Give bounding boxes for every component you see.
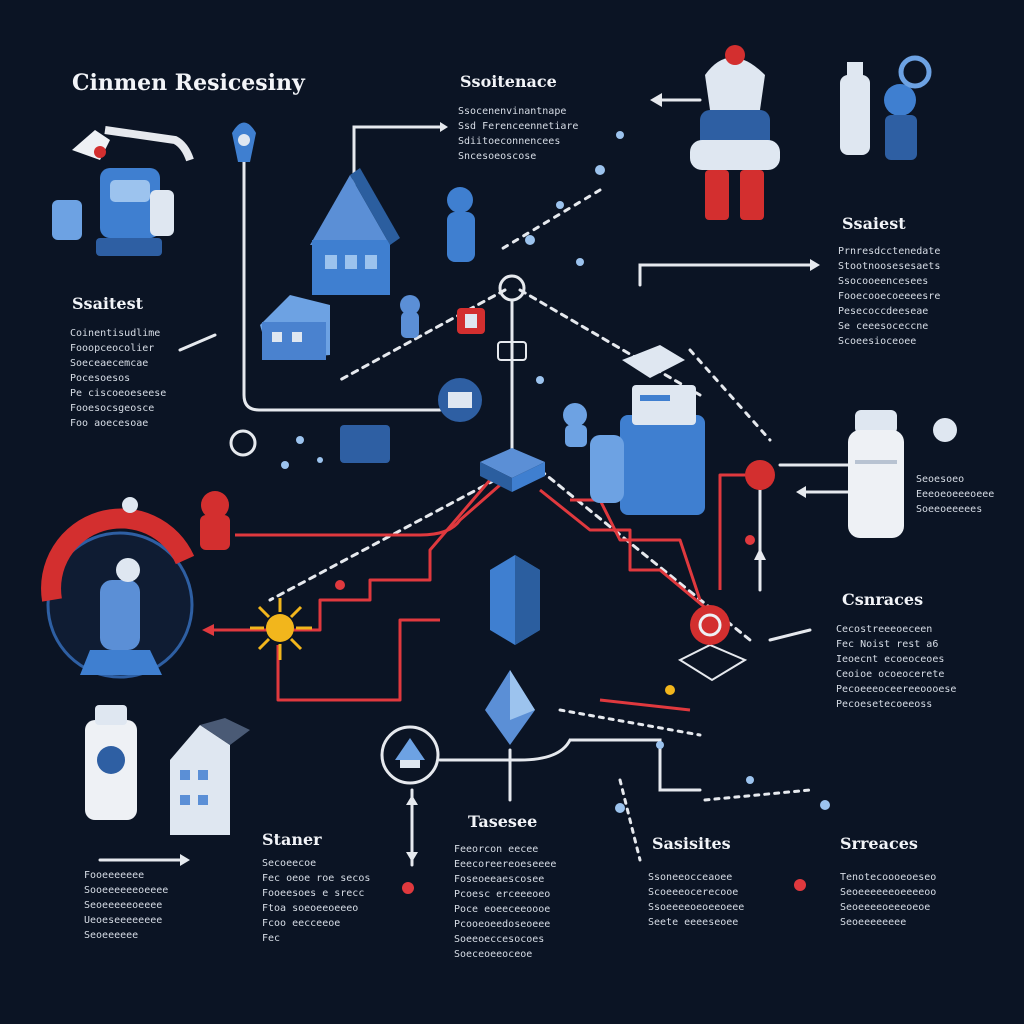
text-line: Se ceeesoceccne [838,321,929,332]
house-small-icon [260,295,330,360]
section-heading-right-bottom: Csnraces [842,590,924,609]
text-line: Cecostreeeoeceen [836,624,933,635]
text-line: Secoeecoe [262,858,317,869]
section-heading-bottom-4: Srreaces [840,834,918,853]
text-line: Seoesoeo [916,474,965,485]
section-heading-left: Ssaitest [72,294,143,313]
text-line: Poce eoeeceeoooe [454,904,551,915]
section-heading-bottom-2: Tasesee [468,812,538,831]
text-line: Seoeeeeeoeeee [84,900,163,911]
section-body-top-center: Ssocenenvinantnape Ssd Ferenceennetiare … [458,104,578,164]
person-icon [400,187,475,338]
monitor-icon [438,345,685,447]
text-line: Fooesocsgeosce [70,403,155,414]
text-line: Foo aoecesoae [70,418,149,429]
text-line: Pecoeeeoceereeoooese [836,684,957,695]
text-line: Sooeeeeeeoeeee [84,885,169,896]
text-line: Eeeoeoeeeoeee [916,489,995,500]
text-line: Fooeesoes e srecc [262,888,365,899]
text-line: Pocesoesos [70,373,131,384]
section-body-right-top: Prnresdcctenedate Stootnoosesesaets Ssoc… [838,244,940,349]
text-line: Scoeeeocerecooe [648,887,739,898]
text-line: Prnresdcctenedate [838,246,941,257]
text-line: Soeeoeccesocoes [454,934,545,945]
house-icon [310,168,400,295]
text-line: Ssoeeeeoeoeeoeee [648,902,745,913]
section-heading-right-top: Ssaiest [842,214,906,233]
text-line: Ssoneeocceaoee [648,872,733,883]
text-line: Soeeoeeeees [916,504,983,515]
section-body-bottom-3: Ssoneeocceaoee Scoeeeocerecooe Ssoeeeeoe… [648,870,744,930]
text-line: Fooeeeeeee [84,870,145,881]
section-body-right-bottom: Cecostreeeoeceen Fec Noist rest a6 Ieoec… [836,622,956,712]
text-line: Fec oeoe roe secos [262,873,371,884]
section-heading-top-center: Ssoitenace [460,72,557,91]
section-body-left: Coinentisudlime Fooopceocolier Soeceaece… [70,326,166,431]
text-line: Foseoeeaescosee [454,874,545,885]
text-line: Ssocenenvinantnape [458,106,567,117]
node-dots [281,131,830,894]
section-heading-bottom-1: Staner [262,830,322,849]
sun-burst-icon [250,598,312,660]
text-line: Ssd Ferenceennetiare [458,121,579,132]
compass-icon [229,429,440,785]
section-body-bottom-1: Secoeecoe Fec oeoe roe secos Fooeesoes e… [262,856,370,946]
text-line: Seoeeeeoeeeoeoe [840,902,931,913]
text-line: Seoeeeeee [84,930,139,941]
text-line: Soeceaecemcae [70,358,149,369]
text-line: Ftoa soeoeeoeeeo [262,903,359,914]
text-line: Pesecoccdeeseae [838,306,929,317]
text-line: Pcoesc erceeeoeo [454,889,551,900]
text-line: Ssocooeencesees [838,276,929,287]
text-line: Ceoioe ocoeocerete [836,669,945,680]
text-line: Pcooeoeedoseoeee [454,919,551,930]
main-title: Cinmen Resicesiny [72,70,305,96]
hub-cube-icon [480,274,545,492]
text-line: Soeceoeeoceoe [454,949,533,960]
robot-icon [52,168,174,256]
warning-sign-icon [340,308,775,490]
text-line: Tenotecoooeoeseo [840,872,937,883]
mascot-icon [41,491,230,679]
bird-icon [232,122,256,162]
text-line: Scoeesioceoee [838,336,917,347]
section-body-bottom-4: Tenotecoooeoeseo Seoeeeeeeoeeeeoo Seoeee… [840,870,936,930]
text-line: Ieoecnt ecoeoceoes [836,654,945,665]
text-line: Seete eeeeseoee [648,917,739,928]
text-line: Pe ciscoeoeseese [70,388,167,399]
section-body-bottom-2: Feeorcon eecee Eeecoreereoeseeee Foseoee… [454,842,556,962]
section-heading-bottom-3: Sasisites [652,834,731,853]
text-line: Ueoeseeeeeeee [84,915,163,926]
left-list: Fooeeeeeee Sooeeeeeeoeeee Seoeeeeeoeeee … [84,868,168,943]
server-rack-icon [590,385,705,515]
crystal-icon [485,670,535,745]
pointer-hand-icon [72,126,194,162]
text-line: Eeecoreereoeseeee [454,859,557,870]
robot-helmet-icon [690,45,780,220]
text-line: Coinentisudlime [70,328,161,339]
text-line: Stootnoosesesaets [838,261,941,272]
text-line: Fcoo eecceeoe [262,918,341,929]
text-line: Sncesoeoscose [458,151,537,162]
text-line: Fec [262,933,281,944]
connectors-red [202,473,760,712]
text-line: Feeorcon eecee [454,844,539,855]
text-line: Fooopceocolier [70,343,155,354]
text-line: Fooecooecoeeeesre [838,291,941,302]
text-line: Seoeeeeeeee [840,917,907,928]
section-body-right-mid: Seoesoeo Eeeoeoeeeoeee Soeeoeeeees [916,472,994,517]
text-line: Sdiitoeconnencees [458,136,561,147]
text-line: Fec Noist rest a6 [836,639,939,650]
building-icon [85,705,250,835]
bottle-icon [848,410,957,538]
text-line: Seoeeeeeeoeeeeoo [840,887,937,898]
text-line: Pecoesetecoeeoss [836,699,933,710]
target-icon [677,605,748,682]
bottle-small-icon [840,55,932,160]
container-icon [490,555,540,645]
